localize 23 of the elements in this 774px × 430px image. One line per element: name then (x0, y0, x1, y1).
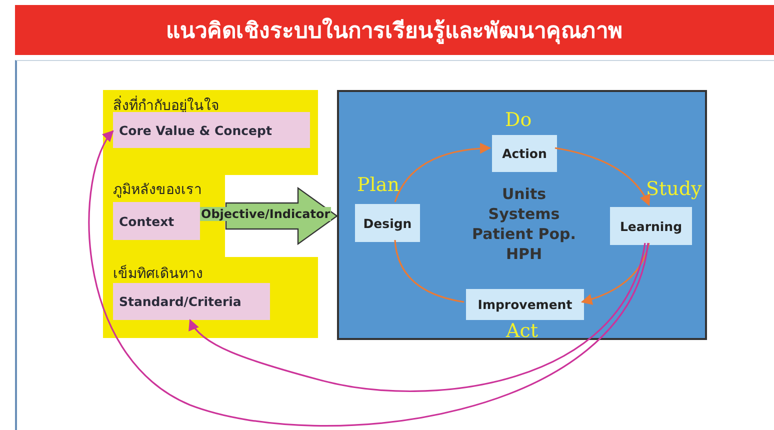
arrow (394, 142, 492, 202)
arrow (554, 147, 650, 206)
arrow (88, 130, 649, 426)
stage-label: Do (505, 111, 532, 130)
stage-box: Learning (610, 207, 692, 245)
stage-label: Plan (357, 176, 400, 195)
stage-label: Study (646, 180, 702, 199)
value-box: Standard/Criteria (113, 283, 270, 320)
heading-text: เข็มทิศเดินทาง (113, 264, 203, 284)
arrow (580, 242, 650, 305)
cycle-panel (337, 90, 707, 340)
stage-box: Improvement (466, 289, 584, 320)
stage-label: Act (506, 322, 538, 341)
heading-text: ภูมิหลังของเรา (113, 181, 202, 200)
title-banner: แนวคิดเชิงระบบในการเรียนรู้และพัฒนาคุณภาพ (15, 5, 774, 55)
center-text: Units Systems Patient Pop. HPH (470, 184, 577, 264)
value-box: Context (113, 202, 200, 240)
value-box: Core Value & Concept (113, 112, 310, 148)
arrow (189, 242, 646, 392)
edge-label: Objective/Indicator (200, 207, 332, 221)
stage-box: Design (355, 204, 420, 242)
block-arrow (225, 186, 338, 246)
stage-box: Action (492, 135, 557, 172)
